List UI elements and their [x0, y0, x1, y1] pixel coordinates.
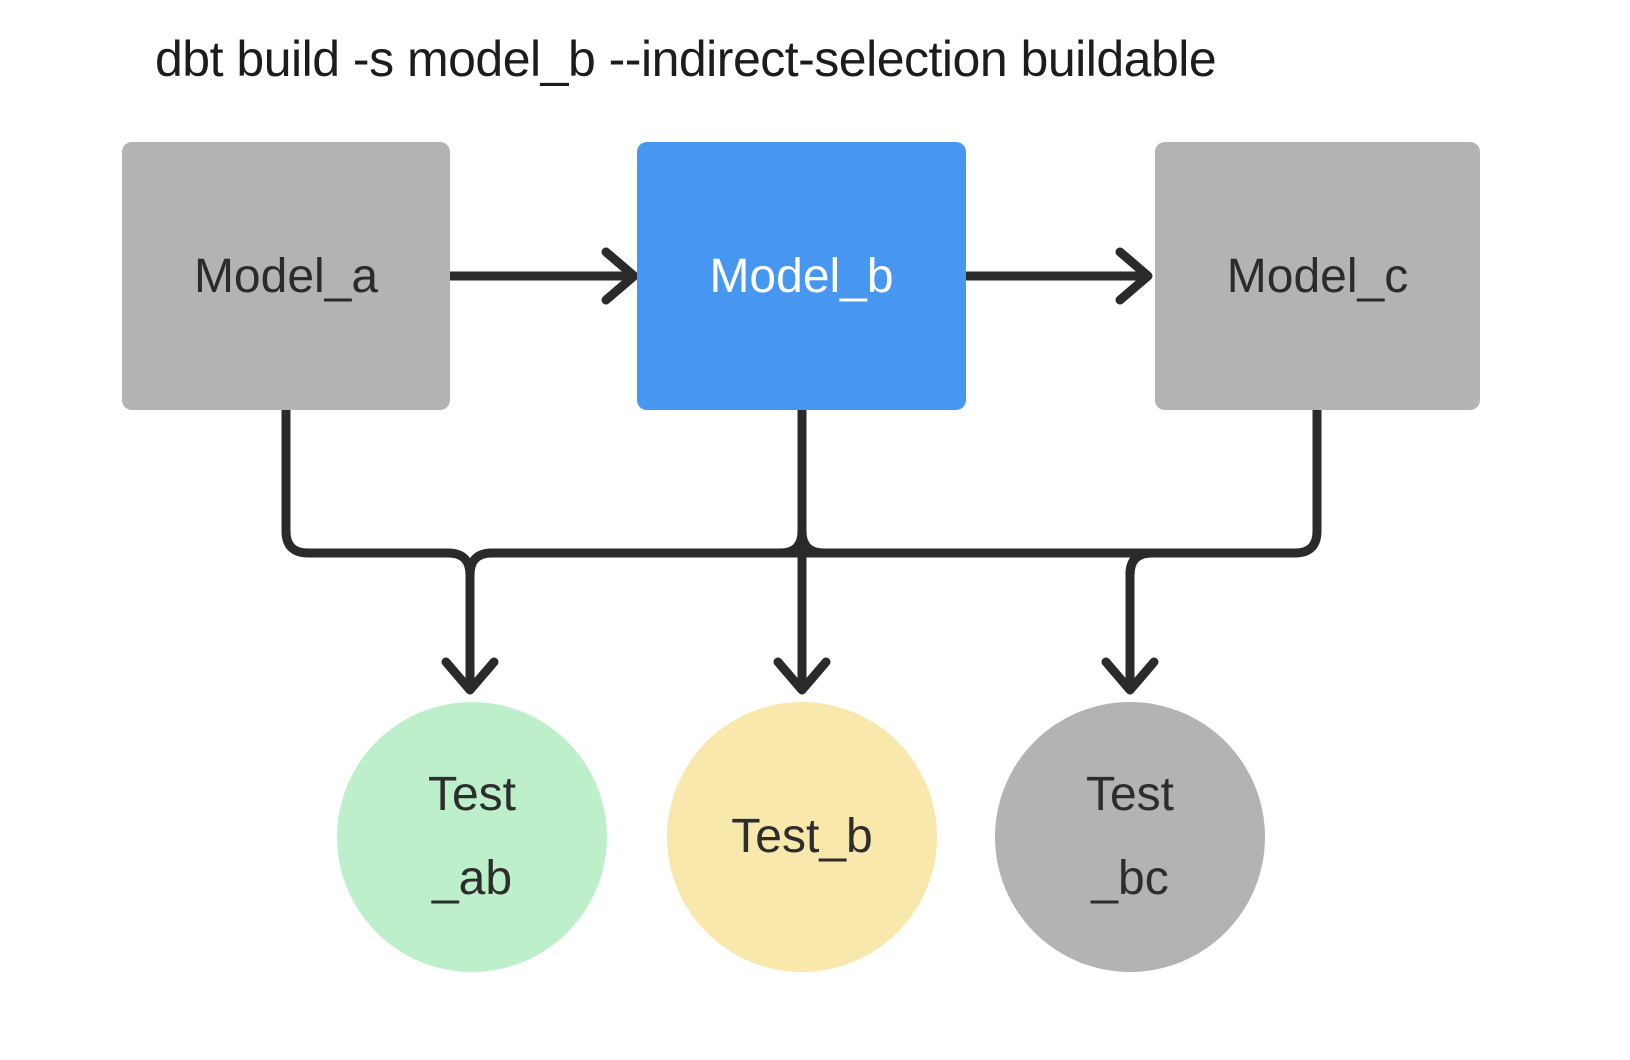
arrowhead-test_bc-icon	[1101, 657, 1159, 695]
node-test_ab-label-line1: Test	[427, 768, 517, 821]
edge-model_a-test_ab	[281, 405, 475, 688]
arrowhead-test_b-icon	[773, 657, 831, 695]
diagram-title: dbt build -s model_b --indirect-selectio…	[155, 31, 1217, 87]
node-test_ab-label-line2: _ab	[431, 852, 513, 905]
node-model_c-label: Model_c	[1226, 249, 1409, 303]
edge-model_b-test_ab	[465, 548, 807, 580]
arrowhead-test_ab-icon	[441, 657, 499, 695]
node-test_b: Test_b	[667, 702, 937, 972]
arrowhead-model_b-icon	[601, 247, 639, 305]
edge-model_c-test_bc	[1125, 405, 1322, 688]
node-test_bc-label-line2: _bc	[1091, 852, 1169, 905]
node-test_bc: Test _bc	[995, 702, 1265, 972]
node-model_b-label: Model_b	[709, 249, 894, 303]
node-model_a: Model_a	[122, 142, 450, 410]
node-test_bc-label-line1: Test	[1085, 768, 1175, 821]
node-test_ab: Test _ab	[337, 702, 607, 972]
node-model_a-label: Model_a	[193, 249, 379, 303]
node-model_b: Model_b	[637, 142, 966, 410]
node-model_c: Model_c	[1155, 142, 1480, 410]
arrowhead-model_c-icon	[1115, 247, 1153, 305]
edge-model_b-test_bc	[797, 548, 1155, 580]
node-test_b-label: Test_b	[731, 810, 873, 863]
